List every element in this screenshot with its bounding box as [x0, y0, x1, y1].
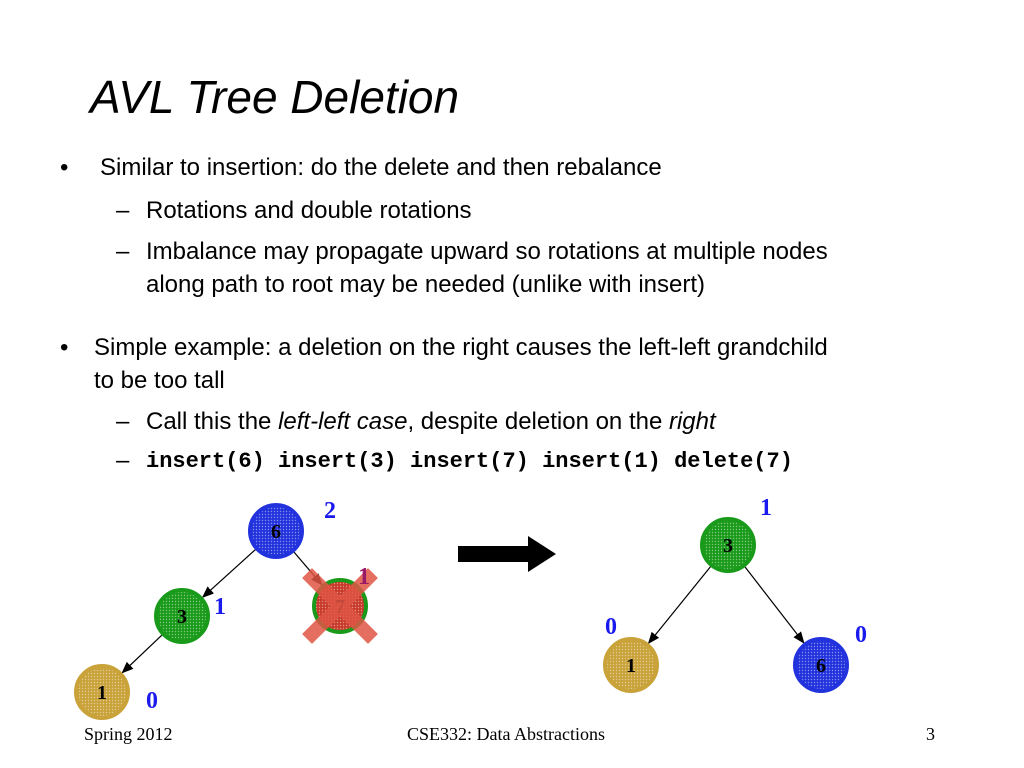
slide-title: AVL Tree Deletion: [90, 71, 460, 123]
node-height-label: 1: [214, 594, 226, 620]
dash-marker: –: [116, 197, 130, 224]
bullet-2-sub-2-code: insert(6) insert(3) insert(7) insert(1) …: [146, 449, 793, 474]
bullet-2-sub-1: Call this the left-left case, despite de…: [146, 407, 716, 437]
tree-node-6: 6: [248, 503, 304, 559]
tree-node-3: 3: [154, 588, 210, 644]
dash-marker: –: [116, 238, 130, 265]
page-number: 3: [926, 724, 935, 744]
node-value: 3: [723, 535, 733, 557]
delete-x-icon: [302, 568, 378, 644]
node-height-label: 0: [855, 622, 867, 648]
node-value: 6: [816, 655, 826, 677]
bullet-1-sub-1: Rotations and double rotations: [146, 197, 472, 224]
sub-1-text-c: , despite deletion on the: [407, 408, 669, 435]
node-height-label: 1: [358, 564, 370, 590]
node-height-label: 0: [605, 614, 617, 640]
node-value: 1: [97, 682, 107, 704]
footer-date: Spring 2012: [84, 724, 173, 744]
tree-node-7: 7: [302, 568, 378, 644]
dash-marker: –: [116, 447, 130, 474]
node-height-label: 0: [146, 688, 158, 714]
sub-1-text-b: left-left case: [278, 408, 408, 435]
dash-marker: –: [116, 408, 130, 435]
sub-1-text-d: right: [668, 408, 716, 435]
bullet-1-sub-2-line-1: Imbalance may propagate upward so rotati…: [146, 238, 828, 265]
node-value: 1: [626, 655, 636, 677]
tree-nodes: 6371316: [74, 503, 849, 720]
sub-1-text-a: Call this the: [146, 408, 279, 435]
bullet-2-line-2: to be too tall: [94, 367, 225, 394]
tree-edge: [201, 547, 258, 599]
tree-edge: [121, 633, 164, 674]
bullet-marker: •: [60, 334, 69, 361]
node-height-label: 2: [324, 498, 336, 524]
tree-node-6: 6: [793, 637, 849, 693]
node-value: 6: [271, 521, 281, 543]
bullet-1-sub-2-line-2: along path to root may be needed (unlike…: [146, 271, 705, 298]
transform-arrow: [458, 536, 556, 572]
bullet-2-line-1: Simple example: a deletion on the right …: [94, 334, 828, 361]
footer-course: CSE332: Data Abstractions: [407, 724, 605, 744]
node-height-label: 1: [760, 495, 772, 521]
tree-edge: [647, 564, 713, 645]
tree-node-3: 3: [700, 517, 756, 573]
node-value: 3: [177, 606, 187, 628]
tree-node-1: 1: [603, 637, 659, 693]
tree-edge: [743, 565, 805, 644]
bullet-marker: •: [60, 154, 69, 181]
bullet-1-text: Similar to insertion: do the delete and …: [100, 154, 662, 181]
tree-node-1: 1: [74, 664, 130, 720]
